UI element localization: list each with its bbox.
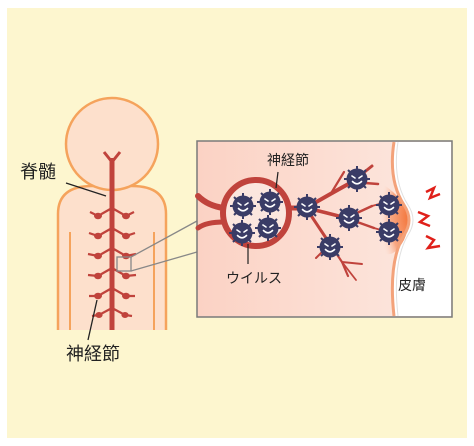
- label-ganglion-detail: 神経節: [267, 150, 309, 170]
- label-skin: 皮膚: [398, 275, 426, 295]
- label-spinal-cord: 脊髄: [20, 158, 56, 184]
- label-virus: ウイルス: [226, 268, 282, 288]
- label-ganglion: 神経節: [66, 340, 120, 366]
